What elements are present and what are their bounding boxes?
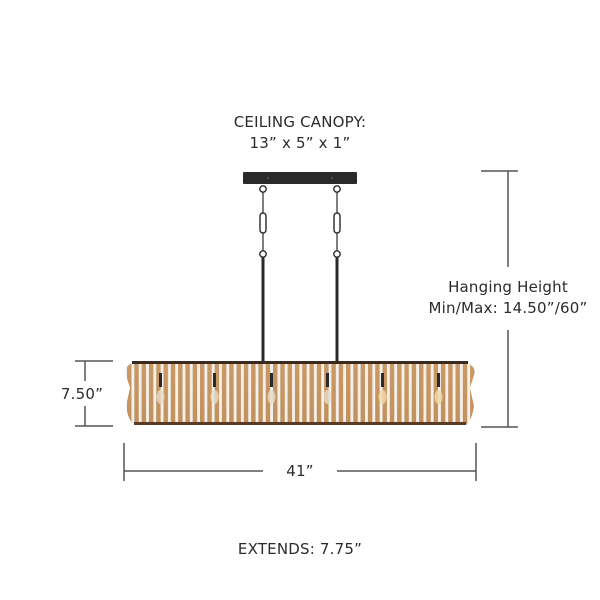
bulbs [156, 373, 443, 404]
extends-label: EXTENDS: 7.75” [237, 540, 363, 558]
shade-height-label: 7.50” [60, 385, 104, 403]
suspension-rod-left [259, 185, 267, 362]
suspension-rod-right [333, 185, 341, 362]
hanging-height-dimension [481, 170, 518, 428]
hanging-height-label: Hanging Height [448, 278, 568, 296]
width-dimension [123, 443, 477, 481]
canopy-title: CEILING CANOPY: [233, 113, 367, 131]
shade-height-dimension [75, 360, 113, 427]
canopy-dimensions: 13” x 5” x 1” [249, 134, 351, 152]
hanging-height-minmax: Min/Max: 14.50”/60” [428, 299, 588, 317]
width-label: 41” [286, 462, 314, 480]
ceiling-canopy [243, 172, 357, 184]
wood-slat-shade [125, 361, 475, 425]
